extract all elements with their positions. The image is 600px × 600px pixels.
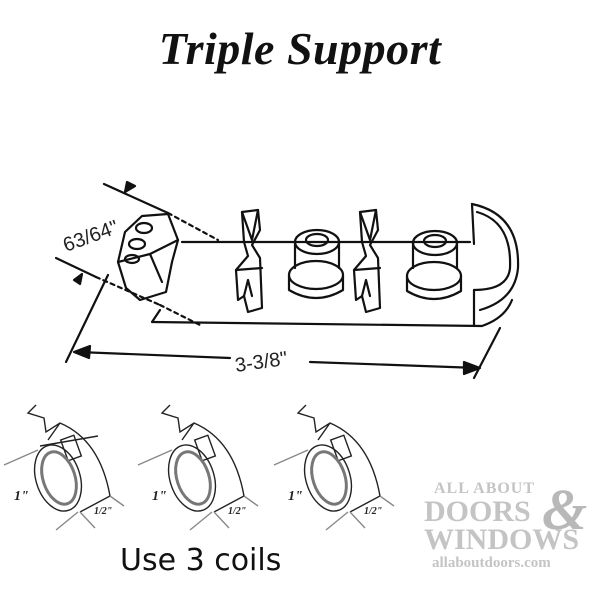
- logo-line-doors: DOORS: [424, 495, 531, 528]
- coil-2: 1" 1/2": [137, 404, 259, 531]
- height-dimension-label: 63/64": [60, 216, 121, 256]
- product-title: Triple Support: [158, 23, 442, 74]
- length-dimension-label: 3-3/8": [234, 348, 289, 377]
- coil-width-label: 1/2": [228, 506, 246, 517]
- logo-url: allaboutdoors.com: [432, 555, 551, 571]
- coil-3: 1" 1/2": [273, 404, 395, 531]
- coil-diameter-label: 1": [152, 489, 167, 504]
- coil-1: 1" 1/2": [3, 404, 125, 531]
- coil-width-label: 1/2": [94, 506, 112, 517]
- coil-diameter-label: 1": [288, 489, 303, 504]
- coil-usage-caption: Use 3 coils: [120, 543, 282, 578]
- logo-ampersand: &: [542, 477, 588, 542]
- coil-width-label: 1/2": [364, 506, 382, 517]
- logo-line-all-about: ALL ABOUT: [434, 480, 536, 497]
- coil-diameter-label: 1": [14, 489, 29, 504]
- logo-line-windows: WINDOWS: [424, 523, 580, 556]
- brand-logo: ALL ABOUT DOORS WINDOWS allaboutdoors.co…: [424, 477, 596, 572]
